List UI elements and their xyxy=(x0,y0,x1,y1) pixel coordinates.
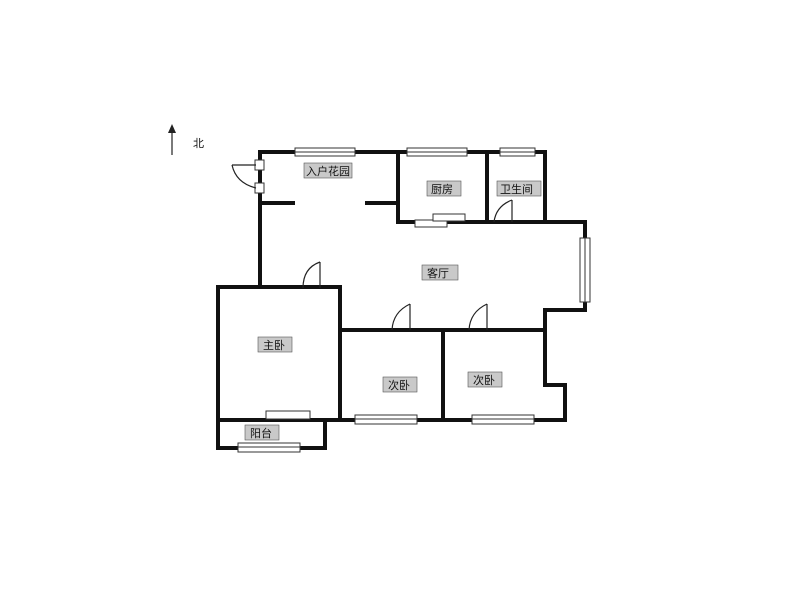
room-name: 入户花园 xyxy=(306,164,350,178)
room-label-entry-garden: 入户花园 xyxy=(303,162,353,179)
room-label-kitchen: 厨房 xyxy=(426,180,462,197)
room-label-master-bedroom: 主卧 xyxy=(257,336,293,353)
room-label-second-bedroom-2: 次卧 xyxy=(467,371,503,388)
room-name: 阳台 xyxy=(250,426,272,440)
room-name: 次卧 xyxy=(388,378,410,392)
room-label-bathroom: 卫生间 xyxy=(496,180,542,197)
north-arrow-icon xyxy=(168,124,176,155)
room-name: 厨房 xyxy=(431,183,453,196)
room-label-balcony: 阳台 xyxy=(244,424,280,441)
windows xyxy=(237,147,591,453)
doors xyxy=(231,164,513,331)
room-name: 卫生间 xyxy=(500,182,533,196)
room-name: 客厅 xyxy=(427,266,449,280)
walls xyxy=(216,150,587,450)
north-label: 北 xyxy=(193,137,204,150)
room-name: 次卧 xyxy=(473,373,495,387)
room-label-living-room: 客厅 xyxy=(421,264,459,281)
room-name: 主卧 xyxy=(263,339,285,352)
room-label-second-bedroom-1: 次卧 xyxy=(382,376,418,393)
